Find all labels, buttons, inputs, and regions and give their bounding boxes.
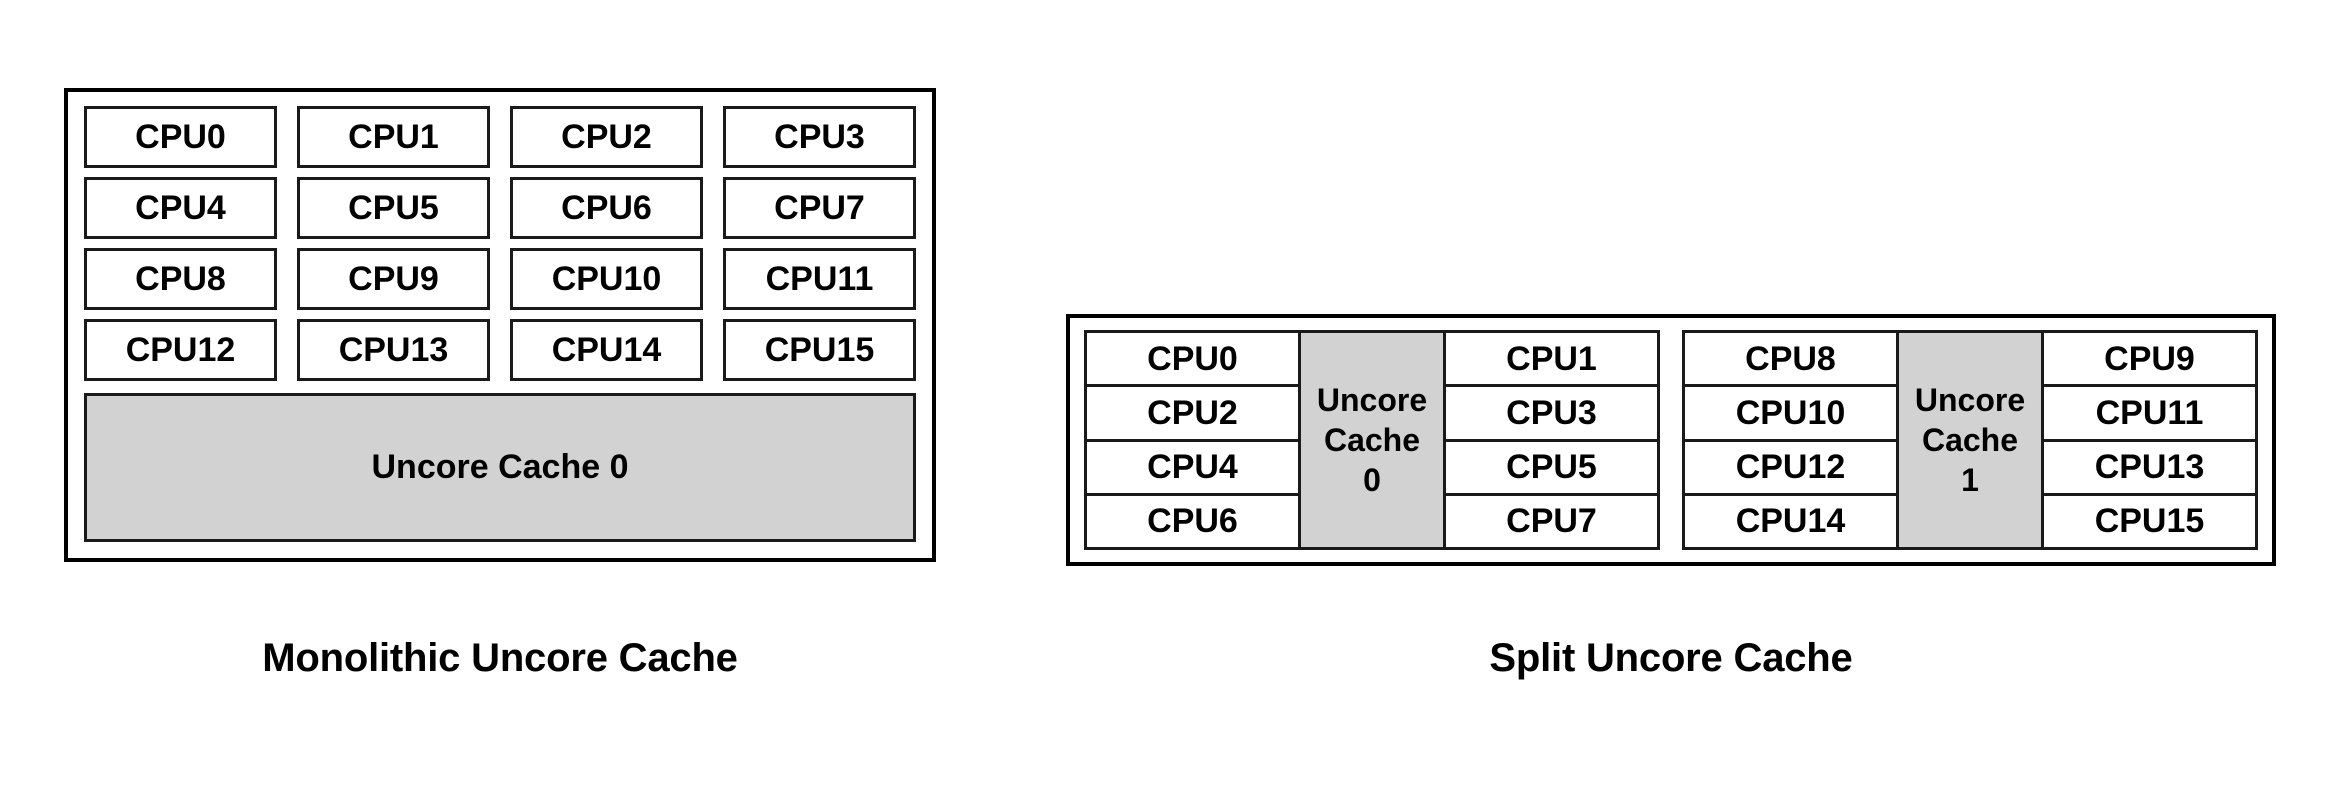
monolithic-cpu-grid: CPU0 CPU1 CPU2 CPU3 CPU4 CPU5 CPU6 CPU7 … [84,106,916,381]
monolithic-uncore-cache-figure: CPU0 CPU1 CPU2 CPU3 CPU4 CPU5 CPU6 CPU7 … [64,88,936,562]
cpu-box: CPU7 [1443,492,1660,550]
uncore-cache-label-line2: Cache [1921,422,2019,458]
split-figure-caption: Split Uncore Cache [1489,636,1853,680]
uncore-cache-label-line1: Uncore [1914,382,2026,418]
cpu-box: CPU11 [723,248,916,310]
cpu-box: CPU11 [2041,384,2258,442]
cpu-box: CPU12 [1682,438,1899,496]
uncore-cache-block: Uncore Cache 0 [84,393,916,542]
split-cache-group: CPU0 CPU2 CPU4 CPU6 Uncore Cache 0 CPU1 … [1084,330,1660,550]
cpu-box: CPU13 [2041,438,2258,496]
cpu-box: CPU0 [84,106,277,168]
cpu-box: CPU7 [723,177,916,239]
cpu-box: CPU6 [510,177,703,239]
uncore-cache-block: Uncore Cache 1 [1896,330,2044,550]
cpu-box: CPU3 [1443,384,1660,442]
cpu-box: CPU5 [1443,438,1660,496]
cpu-box: CPU15 [2041,492,2258,550]
uncore-cache-label-line1: Uncore [1316,382,1428,418]
split-cache-group: CPU8 CPU10 CPU12 CPU14 Uncore Cache 1 CP… [1682,330,2258,550]
cpu-column-right: CPU9 CPU11 CPU13 CPU15 [2041,330,2258,550]
cpu-box: CPU10 [1682,384,1899,442]
monolithic-figure-caption: Monolithic Uncore Cache [262,636,738,680]
cpu-column-left: CPU8 CPU10 CPU12 CPU14 [1682,330,1899,550]
uncore-cache-label-line2: Cache [1323,422,1421,458]
cpu-box: CPU9 [2041,330,2258,388]
cpu-box: CPU0 [1084,330,1301,388]
cpu-box: CPU10 [510,248,703,310]
cpu-column-right: CPU1 CPU3 CPU5 CPU7 [1443,330,1660,550]
split-uncore-cache-figure: CPU0 CPU2 CPU4 CPU6 Uncore Cache 0 CPU1 … [1066,314,2276,566]
cpu-box: CPU4 [84,177,277,239]
cpu-box: CPU14 [510,319,703,381]
split-package-outline: CPU0 CPU2 CPU4 CPU6 Uncore Cache 0 CPU1 … [1066,314,2276,566]
cpu-box: CPU5 [297,177,490,239]
cpu-box: CPU9 [297,248,490,310]
uncore-cache-label-line3: 1 [1961,462,1979,498]
monolithic-package-outline: CPU0 CPU1 CPU2 CPU3 CPU4 CPU5 CPU6 CPU7 … [64,88,936,562]
cpu-box: CPU6 [1084,492,1301,550]
cpu-box: CPU14 [1682,492,1899,550]
cpu-box: CPU2 [510,106,703,168]
cpu-box: CPU2 [1084,384,1301,442]
cpu-box: CPU13 [297,319,490,381]
cpu-box: CPU12 [84,319,277,381]
cpu-box: CPU15 [723,319,916,381]
cpu-box: CPU4 [1084,438,1301,496]
cpu-box: CPU8 [1682,330,1899,388]
cpu-box: CPU1 [297,106,490,168]
uncore-cache-label-line3: 0 [1363,462,1381,498]
cpu-column-left: CPU0 CPU2 CPU4 CPU6 [1084,330,1301,550]
cpu-box: CPU3 [723,106,916,168]
uncore-cache-block: Uncore Cache 0 [1298,330,1446,550]
cpu-box: CPU1 [1443,330,1660,388]
cpu-box: CPU8 [84,248,277,310]
